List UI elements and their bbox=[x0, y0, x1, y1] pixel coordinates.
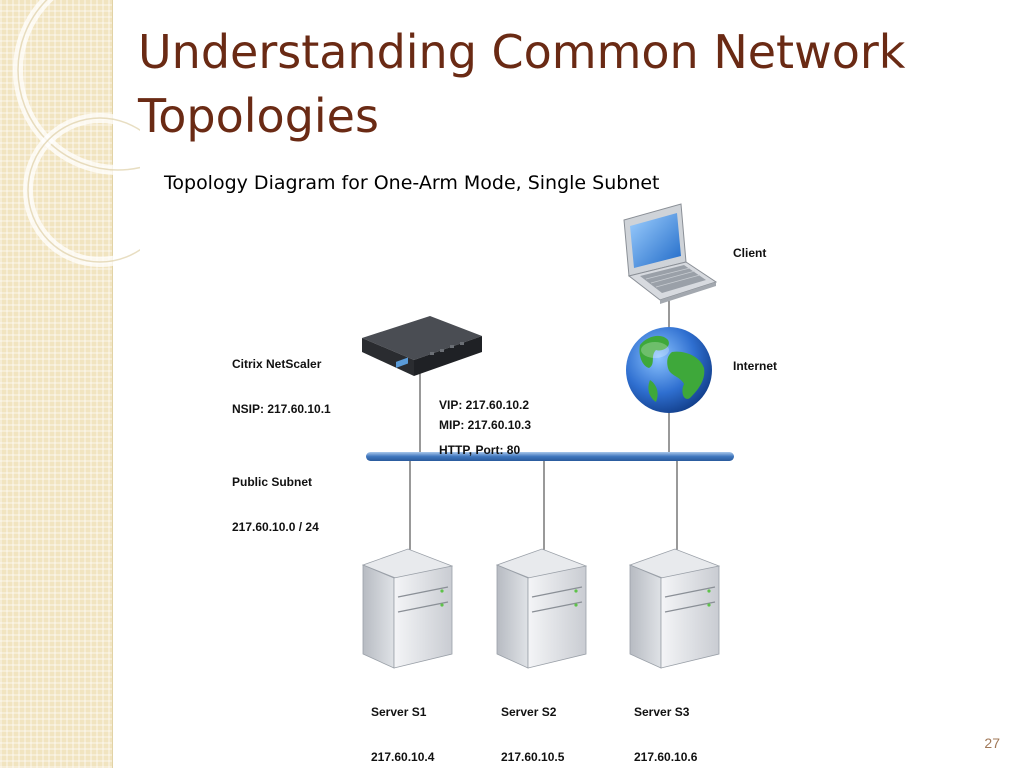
internet-globe-icon bbox=[626, 327, 712, 413]
vip-service: HTTP, Port: 80 bbox=[439, 443, 521, 457]
vip-address: VIP: 217.60.10.2 bbox=[439, 398, 530, 412]
netscaler-nsip: NSIP: 217.60.10.1 bbox=[232, 402, 331, 416]
slide-title: Understanding Common Network Topologies bbox=[138, 20, 998, 148]
client-laptop-icon bbox=[623, 203, 718, 304]
server-s1-name: Server S1 bbox=[371, 705, 427, 719]
diagram-subtitle: Topology Diagram for One-Arm Mode, Singl… bbox=[164, 172, 660, 194]
netscaler-appliance-icon bbox=[362, 316, 482, 376]
server-s3-icon bbox=[628, 548, 721, 669]
netscaler-label: Citrix NetScaler NSIP: 217.60.10.1 bbox=[232, 327, 331, 432]
client-label: Client bbox=[733, 246, 767, 260]
subnet-range: 217.60.10.0 / 24 bbox=[232, 520, 319, 534]
netscaler-name: Citrix NetScaler bbox=[232, 357, 322, 371]
server-s3-label: Server S3 217.60.10.6 bbox=[634, 675, 697, 780]
mip-label: MIP: 217.60.10.3 bbox=[439, 418, 532, 432]
server-s1-icon bbox=[361, 548, 454, 669]
connection-lines bbox=[409, 298, 678, 550]
page-number: 27 bbox=[984, 735, 1000, 751]
internet-label: Internet bbox=[733, 359, 778, 373]
vip-label: VIP: 217.60.10.2 HTTP, Port: 80 bbox=[439, 368, 529, 473]
server-s2-name: Server S2 bbox=[501, 705, 557, 719]
public-subnet-label: Public Subnet 217.60.10.0 / 24 bbox=[232, 445, 319, 550]
server-s2-label: Server S2 217.60.10.5 bbox=[501, 675, 564, 780]
decorative-rings bbox=[13, 0, 140, 267]
slide-title-line-2: Topologies bbox=[138, 89, 379, 143]
server-s2-ip: 217.60.10.5 bbox=[501, 750, 565, 764]
subnet-name: Public Subnet bbox=[232, 475, 313, 489]
server-s3-name: Server S3 bbox=[634, 705, 690, 719]
public-subnet-bus bbox=[366, 452, 734, 461]
server-s1-label: Server S1 217.60.10.4 bbox=[371, 675, 434, 780]
server-s3-ip: 217.60.10.6 bbox=[634, 750, 698, 764]
server-s1-ip: 217.60.10.4 bbox=[371, 750, 435, 764]
server-s2-icon bbox=[495, 548, 588, 669]
slide-title-line-1: Understanding Common Network bbox=[138, 25, 906, 79]
